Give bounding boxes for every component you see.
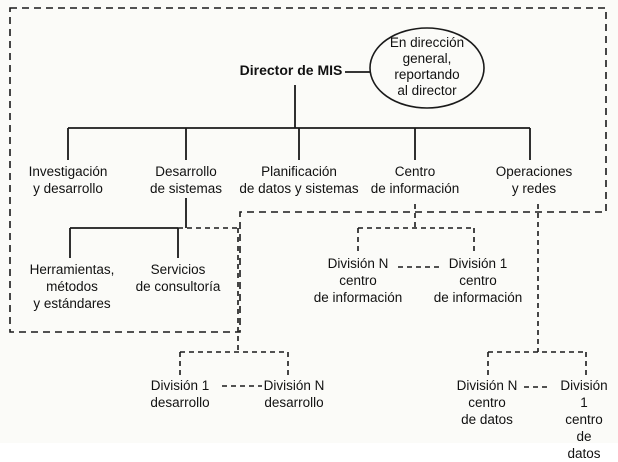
dashed-boundary <box>9 7 607 333</box>
dept-desarrollo-sistemas: Desarrollo de sistemas <box>149 164 223 196</box>
info-division-1: División 1 centro de información <box>433 256 523 305</box>
datacenter-division-1: División 1 centro de datos <box>560 378 608 461</box>
dept-investigacion: Investigación y desarrollo <box>28 164 108 196</box>
dept-operaciones: Operaciones y redes <box>495 164 573 196</box>
unit-servicios: Servicios de consultoría <box>135 262 221 294</box>
org-chart-connectors <box>9 7 607 388</box>
dept-centro-informacion: Centro de información <box>370 164 460 196</box>
note-ellipse <box>369 27 485 109</box>
dev-division-1: División 1 desarrollo <box>150 378 210 410</box>
note-text: En dirección general, reportando al dire… <box>389 35 465 98</box>
datacenter-division-n: División N centro de datos <box>456 378 518 427</box>
info-division-n: División N centro de información <box>313 256 403 305</box>
org-chart: Director de MIS En dirección general, re… <box>9 7 608 461</box>
dev-division-n: División N desarrollo <box>263 378 325 410</box>
director-title: Director de MIS <box>239 62 343 78</box>
unit-herramientas: Herramientas, métodos y estándares <box>29 262 115 311</box>
dept-planificacion: Planificación de datos y sistemas <box>239 164 359 196</box>
